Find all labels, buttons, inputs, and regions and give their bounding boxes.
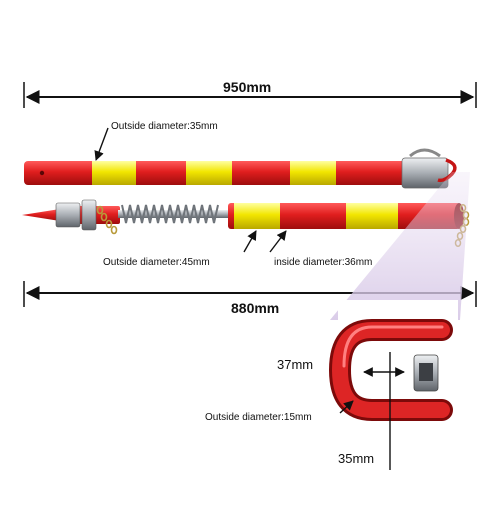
lock-height-label: 35mm — [338, 451, 375, 466]
top-diameter-callout — [94, 127, 109, 161]
lock-width-label: 37mm — [277, 357, 314, 372]
detail-highlight — [330, 172, 470, 320]
top-length-label: 950mm — [223, 79, 272, 95]
top-tube — [24, 148, 457, 189]
chain-icon — [96, 205, 118, 235]
bottom-inside-diameter-label: inside diameter:36mm — [274, 257, 373, 268]
bottom-outside-diameter-label: Outside diameter:45mm — [103, 257, 210, 268]
bottom-diameter-callouts — [243, 230, 287, 253]
lock-detail — [328, 300, 458, 450]
lock-diameter-label: Outside diameter:15mm — [205, 412, 312, 423]
lock-dimension-lines — [339, 352, 405, 470]
lock-ring-icon — [328, 319, 453, 421]
bottom-tube — [22, 199, 470, 248]
bottom-length-label: 880mm — [231, 300, 280, 316]
spring-icon — [121, 204, 219, 224]
top-diameter-label: Outside diameter:35mm — [111, 121, 218, 132]
top-length-dimension — [23, 82, 477, 108]
